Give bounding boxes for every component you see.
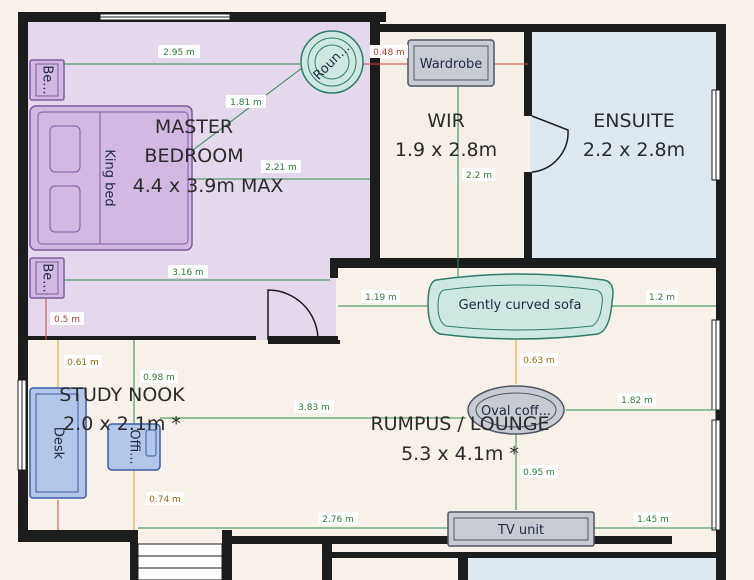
wardrobe[interactable] — [407, 39, 495, 87]
tag-bg-276 — [318, 512, 358, 525]
tag-bg-221 — [261, 160, 301, 173]
ensuite-size: 2.2 x 2.8m — [583, 139, 685, 161]
bedside-top-label: Be... — [40, 65, 55, 94]
dim-1-19: 1.19 m — [365, 293, 397, 303]
windows — [17, 13, 721, 531]
study-nook-name: STUDY NOOK — [59, 384, 185, 406]
desk-inner — [35, 393, 79, 493]
king-bed-inner — [37, 111, 189, 245]
tag-bg-295 — [158, 45, 200, 58]
tag-bg-098 — [140, 370, 178, 383]
office-chair[interactable] — [107, 423, 161, 471]
tag-bg-048 — [370, 45, 408, 58]
tag-bg-061 — [64, 355, 102, 368]
dim-2-95: 2.95 m — [163, 48, 195, 58]
tag-bg-05 — [50, 312, 84, 325]
tv-unit-label: TV unit — [497, 523, 544, 538]
dim-3-16: 3.16 m — [172, 268, 204, 278]
dim-0-48: 0.48 m — [373, 48, 405, 58]
study-nook-size: 2.0 x 2.1m * — [63, 413, 181, 435]
round-table[interactable] — [300, 30, 364, 94]
wardrobe-label: Wardrobe — [420, 57, 483, 72]
dim-0-5: 0.5 m — [54, 315, 80, 325]
tag-bg-182 — [618, 393, 656, 406]
bedside-table-top[interactable] — [29, 59, 65, 101]
tv-unit-inner — [453, 517, 589, 541]
dimension-tags: 2.95 m 0.48 m 1.81 m 2.21 m 2.2 m 3.16 m… — [50, 45, 678, 525]
tv-unit[interactable] — [447, 511, 595, 547]
dimension-lines — [45, 61, 716, 530]
master-bedroom-name-2: BEDROOM — [144, 145, 243, 167]
dim-2-2: 2.2 m — [466, 171, 492, 181]
dim-1-2: 1.2 m — [649, 293, 675, 303]
wir-name: WIR — [427, 110, 465, 132]
dim-0-98: 0.98 m — [143, 373, 175, 383]
desk-label: Desk — [51, 427, 66, 460]
round-table-ring-1 — [307, 37, 357, 87]
dim-0-63: 0.63 m — [523, 356, 555, 366]
office-chair-label: Offi... — [127, 429, 142, 464]
tag-bg-145 — [634, 512, 672, 525]
tag-bg-063 — [520, 353, 558, 366]
tag-bg-12 — [646, 290, 678, 303]
tag-bg-119 — [362, 290, 400, 303]
bedside-table-bottom[interactable] — [29, 257, 65, 299]
round-table-ring-2 — [314, 44, 350, 80]
tag-bg-181 — [226, 95, 266, 108]
curved-sofa[interactable] — [427, 273, 614, 340]
pillow-top — [49, 125, 81, 173]
oval-coffee-inner — [475, 392, 557, 428]
ensuite-name: ENSUITE — [593, 110, 674, 132]
dim-2-76: 2.76 m — [322, 515, 354, 525]
pillow-bottom — [49, 185, 81, 233]
lower-room-floor — [468, 556, 718, 580]
dim-0-95: 0.95 m — [523, 468, 555, 478]
tag-bg-074 — [146, 492, 184, 505]
king-bed-label: King bed — [102, 149, 117, 206]
tag-bg-095 — [520, 465, 558, 478]
dim-0-74: 0.74 m — [149, 495, 181, 505]
sofa-inner — [437, 284, 603, 331]
king-bed[interactable] — [29, 105, 193, 251]
master-bedroom-name-1: MASTER — [155, 116, 233, 138]
doors — [267, 115, 569, 341]
rumpus-name: RUMPUS / LOUNGE — [370, 413, 549, 435]
oval-coffee-table[interactable] — [467, 385, 565, 435]
tag-bg-22 — [462, 168, 496, 181]
rumpus-size: 5.3 x 4.1m * — [401, 443, 519, 465]
tag-bg-383 — [294, 400, 334, 413]
stair — [137, 543, 223, 580]
wardrobe-inner — [413, 45, 489, 81]
dim-1-82: 1.82 m — [621, 396, 653, 406]
bedside-bottom-label: Be... — [40, 263, 55, 292]
dim-3-83: 3.83 m — [298, 403, 330, 413]
bedside-table-bottom-inner — [35, 261, 59, 295]
desk[interactable] — [29, 387, 87, 499]
sofa-label: Gently curved sofa — [459, 298, 582, 313]
dim-0-61: 0.61 m — [67, 358, 99, 368]
office-chair-arm — [145, 429, 157, 457]
dim-2-21: 2.21 m — [265, 163, 297, 173]
bedside-table-top-inner — [35, 63, 59, 97]
wir-size: 1.9 x 2.8m — [395, 139, 497, 161]
tag-bg-316 — [168, 265, 208, 278]
oval-coffee-label: Oval coff... — [481, 404, 551, 419]
dim-1-45: 1.45 m — [637, 515, 669, 525]
dim-1-81: 1.81 m — [230, 98, 262, 108]
ensuite-floor — [530, 30, 716, 262]
master-bedroom-size: 4.4 x 3.9m MAX — [133, 175, 284, 197]
